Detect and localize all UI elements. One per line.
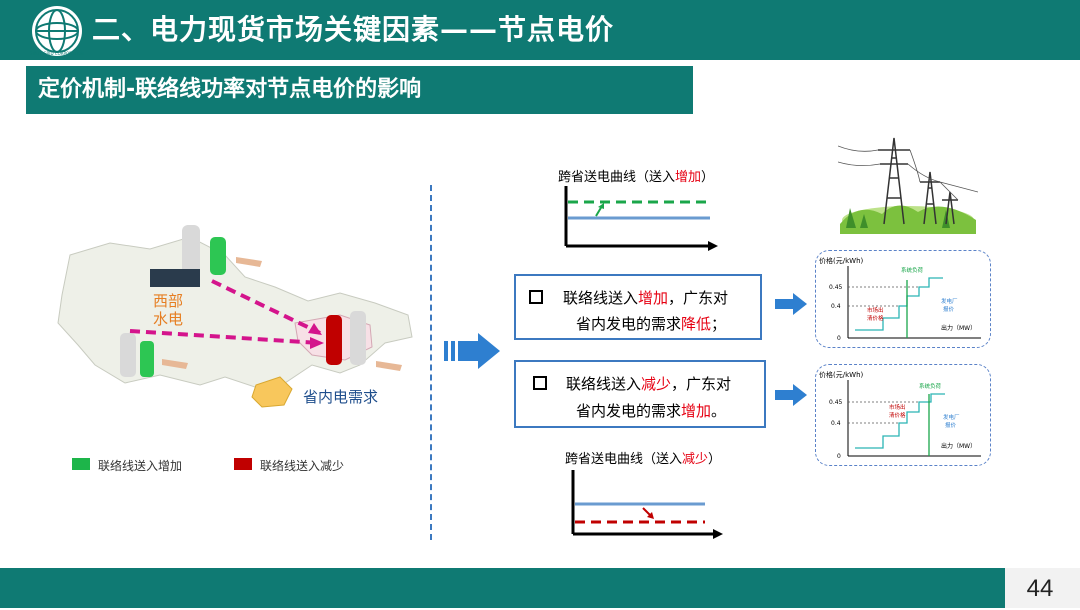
bottom-curve-title-highlight: 减少	[682, 452, 709, 467]
price-chart-bottom-frame	[815, 364, 991, 466]
top-chart-bid-label-2: 报价	[943, 305, 955, 313]
top-chart-tick-04: 0.4	[831, 303, 841, 310]
top-chart-tick-045: 0.45	[829, 284, 843, 291]
top-curve-title-suffix: ）	[701, 170, 715, 185]
bottom-chart-clearing-label-1: 市场出	[889, 403, 906, 411]
bottom-chart-load-label: 系统负荷	[919, 382, 942, 390]
increase-effect-line1: 联络线送入增加，广东对	[563, 287, 728, 308]
legend-increase-label: 联络线送入增加	[98, 459, 183, 473]
checkbox-icon	[529, 290, 543, 304]
bottom-chart-xlabel: 出力（MW）	[941, 442, 976, 450]
province-demand-label: 省内电需求	[303, 388, 379, 406]
green-cylinder-icon	[210, 237, 226, 275]
box-top-line2-highlight: 降低	[681, 315, 712, 333]
box-top-line2-suffix: ；	[711, 315, 727, 333]
decrease-effect-box: 联络线送入减少，广东对 省内发电的需求增加。	[514, 360, 766, 428]
box-top-line1-highlight: 增加	[638, 289, 669, 307]
china-map-illustration	[57, 225, 413, 408]
top-chart-tick-0: 0	[837, 335, 841, 342]
footer-bar	[0, 568, 1080, 608]
bottom-chart-ylabel: 价格(元/kWh)	[819, 370, 864, 379]
increase-effect-box: 联络线送入增加，广东对 省内发电的需求降低；	[514, 274, 762, 340]
state-grid-logo: STATE GRID CORPORATION	[30, 6, 84, 56]
subtitle-bar: 定价机制-联络线功率对节点电价的影响	[26, 66, 693, 114]
decrease-effect-line1: 联络线送入减少，广东对	[566, 373, 731, 394]
big-right-arrow-icon	[444, 333, 500, 369]
bottom-curve-title-prefix: 跨省送电曲线（送入	[565, 452, 683, 467]
top-curve-title-prefix: 跨省送电曲线（送入	[558, 170, 676, 185]
bottom-chart-bid-label-2: 报价	[945, 421, 957, 429]
top-chart-xlabel: 出力（MW）	[941, 324, 976, 332]
box-bottom-line1-highlight: 减少	[641, 375, 672, 393]
top-chart-load-label: 系统负荷	[901, 266, 924, 274]
legend-increase-swatch	[72, 458, 90, 470]
box-top-line2-prefix: 省内发电的需求	[576, 315, 682, 333]
top-chart-clearing-label-1: 市场出	[867, 306, 884, 314]
logo-text: STATE GRID CORPORATION	[30, 51, 84, 56]
top-power-curve	[564, 186, 718, 251]
hand-pointer-icon-2	[162, 359, 188, 369]
arrow-head-1	[308, 323, 322, 335]
page-title: 二、电力现货市场关键因素——节点电价	[92, 13, 615, 46]
transmission-tower-illustration	[838, 137, 978, 234]
box-bottom-line1-suffix: ，广东对	[671, 375, 732, 393]
legend-decrease-swatch	[234, 458, 252, 470]
box-bottom-line2-prefix: 省内发电的需求	[576, 402, 682, 420]
bottom-curve-title: 跨省送电曲线（送入减少）	[565, 448, 721, 467]
hand-pointer-icon-3	[376, 361, 402, 371]
bottom-chart-clearing-label-2: 清价格	[889, 411, 906, 419]
hainan-island	[251, 376, 293, 408]
bottom-chart-tick-04: 0.4	[831, 420, 841, 427]
hydro-station-icon	[150, 269, 200, 287]
top-curve-title: 跨省送电曲线（送入增加）	[558, 166, 714, 185]
top-chart-clearing-label-2: 清价格	[867, 314, 884, 322]
legend-decrease-label: 联络线送入减少	[260, 459, 345, 473]
gray-cylinder-icon-3	[350, 311, 366, 365]
top-chart-bid-curve	[855, 277, 943, 331]
vertical-divider	[430, 185, 432, 540]
small-right-arrow-icon-2	[775, 384, 807, 406]
west-hydro-label-2: 水电	[153, 310, 184, 328]
header-bar: STATE GRID CORPORATION 二、电力现货市场关键因素——节点电…	[0, 0, 1080, 60]
top-chart-bid-label-1: 发电厂	[941, 297, 958, 305]
bottom-chart-bid-label-1: 发电厂	[943, 413, 960, 421]
small-right-arrow-icon	[775, 293, 807, 315]
gray-cylinder-icon	[182, 225, 200, 275]
bottom-chart-tick-0: 0	[837, 453, 841, 460]
top-chart-ylabel: 价格(元/kWh)	[819, 256, 864, 265]
price-chart-bottom: 价格(元/kWh) 0.45 0.4 0 系统负荷 市场出 清价格 发电厂 报价…	[819, 370, 981, 460]
increase-effect-line2: 省内发电的需求降低；	[576, 313, 726, 334]
green-cylinder-icon-2	[140, 341, 154, 377]
top-curve-title-highlight: 增加	[675, 170, 702, 185]
price-chart-top-frame	[815, 250, 991, 348]
checkbox-icon-2	[533, 376, 547, 390]
west-hydro-label-1: 西部	[153, 292, 184, 310]
box-top-line1-suffix: ，广东对	[668, 289, 729, 307]
box-bottom-line1-prefix: 联络线送入	[566, 375, 642, 393]
box-bottom-line2-highlight: 增加	[681, 402, 712, 420]
page-number-box: 44	[1005, 568, 1080, 608]
hand-pointer-icon	[236, 257, 262, 267]
page-number: 44	[1026, 575, 1054, 602]
red-cylinder-icon	[326, 315, 342, 365]
tie-line-arrow-1	[211, 279, 321, 335]
decrease-effect-line2: 省内发电的需求增加。	[576, 400, 726, 421]
section-subtitle: 定价机制-联络线功率对节点电价的影响	[38, 77, 422, 102]
box-top-line1-prefix: 联络线送入	[563, 289, 639, 307]
arrow-head-2	[310, 337, 324, 349]
bottom-chart-tick-045: 0.45	[829, 399, 843, 406]
bottom-curve-title-suffix: ）	[708, 452, 722, 467]
bottom-power-curve	[571, 470, 723, 539]
gray-cylinder-icon-2	[120, 333, 136, 377]
bottom-chart-bid-curve	[855, 393, 945, 449]
box-bottom-line2-suffix: 。	[711, 402, 727, 420]
price-chart-top: 价格(元/kWh) 0.45 0.4 0 系统负荷 市场出 清价格 发电厂 报价…	[819, 256, 981, 342]
